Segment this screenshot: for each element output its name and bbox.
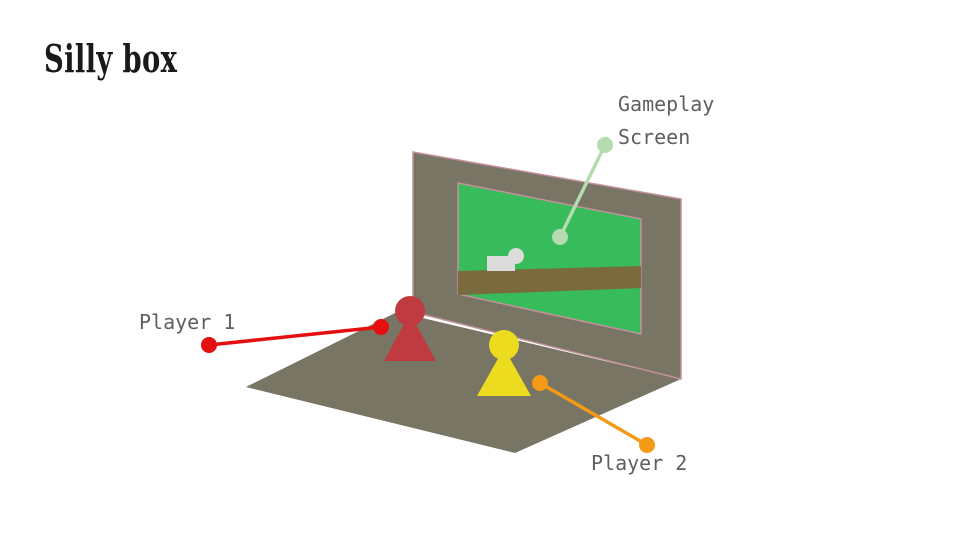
gameplay-screen-label-line1: Gameplay — [618, 92, 714, 116]
gameplay-screen — [457, 182, 642, 335]
player1-label: Player 1 — [139, 310, 235, 334]
player2-pointer-dot-start — [532, 375, 548, 391]
screen-surface — [457, 182, 642, 335]
gameplay-screen-pointer-line — [558, 144, 607, 238]
game-character-body — [487, 256, 515, 271]
gameplay-screen-pointer — [552, 137, 613, 245]
player2-pointer — [532, 375, 655, 453]
player1-pointer-dot-end — [373, 319, 389, 335]
player1-pawn-body — [384, 313, 436, 361]
player2-pawn-body — [477, 348, 531, 396]
gameplay-screen-pointer-dot-end — [552, 229, 568, 245]
player1-pawn-head — [395, 296, 425, 326]
floor — [246, 312, 681, 453]
game-character — [487, 248, 524, 271]
player1-pawn-icon — [384, 296, 436, 361]
player2-pawn-icon — [477, 330, 531, 396]
ground-strip — [458, 266, 641, 295]
player2-pointer-dot-end — [639, 437, 655, 453]
player1-pointer-line — [208, 325, 382, 347]
player2-pawn-head — [489, 330, 519, 360]
gameplay-screen-pointer-dot-top — [597, 137, 613, 153]
gameplay-screen-label-line2: Screen — [618, 125, 690, 149]
slide-title: Silly box — [44, 36, 178, 81]
game-character-head — [508, 248, 524, 264]
player1-pointer-dot-start — [201, 337, 217, 353]
player2-pointer-line — [539, 381, 648, 447]
player2-label: Player 2 — [591, 451, 687, 475]
player1-pointer — [201, 319, 389, 353]
